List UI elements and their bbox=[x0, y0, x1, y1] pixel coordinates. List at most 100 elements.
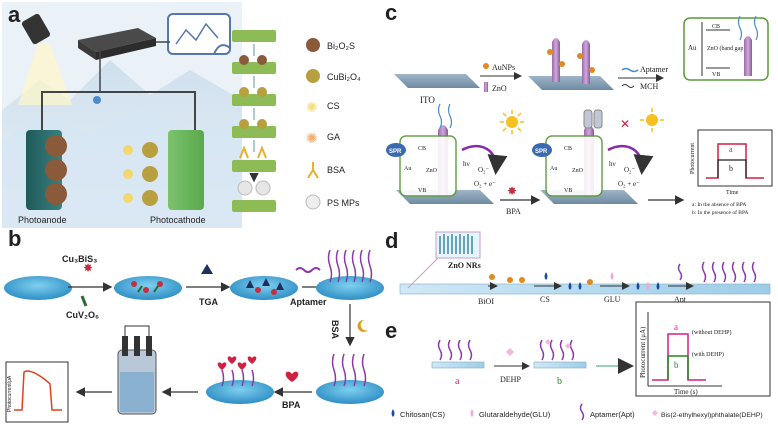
ito-label: ITO bbox=[420, 95, 435, 105]
legend-swatch-cubi2o4 bbox=[306, 69, 320, 83]
photoanode-label: Photoanode bbox=[18, 215, 67, 225]
circuit-wire bbox=[41, 91, 196, 130]
cs-label: CS bbox=[540, 295, 550, 304]
panel-c-letter: c bbox=[385, 0, 397, 25]
spr-label-2: SPR bbox=[535, 149, 548, 155]
electrochemical-cell-icon bbox=[117, 325, 157, 415]
substrate-strip bbox=[399, 283, 771, 295]
panel-d-letter: d bbox=[385, 228, 398, 253]
e-electrode-a bbox=[431, 361, 485, 369]
legend-label-dehp: Bis(2-ethylhexyl)phthalate(DEHP) bbox=[661, 412, 763, 419]
e-electrode-b bbox=[533, 361, 587, 369]
bioi-icon bbox=[489, 274, 495, 280]
o2e-label-1: O₂ + e⁻ bbox=[474, 180, 496, 188]
panel-a-letter: a bbox=[8, 2, 21, 27]
legend-icon-chitosan bbox=[391, 409, 395, 417]
reagent-cu3bis3-label: Cu₃BiS₃ bbox=[62, 254, 97, 264]
o2minus-label-1: O₂⁻ bbox=[478, 166, 489, 174]
glu-label: GLU bbox=[604, 295, 621, 304]
band-diagram-2 bbox=[399, 135, 457, 197]
zno-label-2: ZnO bbox=[426, 168, 438, 174]
legend-label-bsa: BSA bbox=[327, 165, 345, 175]
apt-icon bbox=[677, 263, 683, 281]
aunps-label: AuNPs bbox=[492, 63, 515, 72]
hv-label-2: hν bbox=[609, 160, 616, 168]
assembly-steps bbox=[232, 30, 276, 212]
zno-pillars-1 bbox=[547, 38, 595, 84]
o2minus-label-2: O₂⁻ bbox=[624, 166, 635, 174]
reagent-cu3bis3-icon: ✸ bbox=[83, 261, 93, 275]
blocked-x-icon: ✕ bbox=[620, 117, 630, 131]
bpa-icon-c: ✸ bbox=[507, 184, 517, 198]
step-label-aptamer: Aptamer bbox=[290, 297, 327, 307]
potentiostat-icon bbox=[78, 28, 156, 60]
aptamer-strands-2 bbox=[437, 103, 453, 129]
cs-layer bbox=[568, 279, 593, 290]
e-mark-a: a bbox=[455, 376, 460, 387]
c-chart-xlabel: Time bbox=[726, 190, 739, 196]
photocathode-electrode bbox=[168, 130, 204, 210]
e-chart-frame bbox=[635, 301, 771, 397]
aunps-icon bbox=[483, 63, 489, 69]
panel-a-legend: Bi₂O₂S CuBi₂O₄ ✺ CS ✺ GA BSA PS MPs bbox=[305, 38, 361, 210]
cb-label-2: CB bbox=[418, 146, 426, 152]
c-note-a: a: In the absence of BPA bbox=[692, 201, 746, 208]
aptamer-brush-2 bbox=[331, 353, 367, 387]
glu-icon bbox=[610, 272, 614, 280]
photocurrent-plot-frame bbox=[5, 361, 69, 423]
panel-b-letter: b bbox=[8, 226, 21, 251]
panel-e-legend: Chitosan(CS) Glutaraldehyde(GLU) Aptamer… bbox=[391, 403, 763, 421]
modified-disk-2 bbox=[230, 276, 298, 300]
au-label-2: Au bbox=[404, 166, 411, 172]
c-chart-mark-b: b bbox=[729, 164, 733, 173]
legend-icon-aptamer bbox=[579, 403, 585, 421]
aptamer-bpa-complex bbox=[583, 109, 603, 129]
panel-e-letter: e bbox=[385, 318, 397, 343]
bpa-captured bbox=[217, 356, 257, 387]
band-diagram-3 bbox=[545, 135, 603, 197]
reagent-cuv2o6-label: CuV₂O₆ bbox=[66, 310, 99, 320]
photocurrent-plot-trace bbox=[14, 370, 62, 411]
zno-nrs-label: ZnO NRs bbox=[448, 261, 481, 270]
panel-a: a Photoanode Ph bbox=[2, 2, 361, 228]
dehp-label: DEHP bbox=[500, 375, 521, 384]
zno-label: ZnO bbox=[492, 84, 507, 93]
legend-label-glutaraldehyde: Glutaraldehyde(GLU) bbox=[479, 410, 551, 419]
reagent-cuv2o6-icon bbox=[80, 295, 88, 307]
c-chart-frame bbox=[697, 129, 773, 187]
tga-icon bbox=[201, 264, 213, 274]
step-label-bsa: BSA bbox=[330, 320, 340, 340]
photoanode-particles bbox=[45, 135, 67, 205]
aptamer-strands-1 bbox=[737, 15, 759, 41]
e-chart-without-label: (without DEHP) bbox=[692, 329, 732, 336]
photocurrent-plot-ylabel: Photocurrent/μA bbox=[7, 375, 13, 412]
step-label-tga: TGA bbox=[199, 297, 218, 307]
legend-label-ps-mps: PS MPs bbox=[327, 198, 360, 208]
legend-label-cs: CS bbox=[327, 101, 340, 111]
e-chart-mark-a: a bbox=[674, 322, 678, 332]
legend-swatch-bsa bbox=[307, 162, 319, 179]
legend-swatch-bi2o2s bbox=[306, 38, 320, 52]
zno-nrs-inset bbox=[407, 231, 481, 289]
legend-swatch-ga: ✺ bbox=[306, 130, 318, 146]
electron-icon bbox=[93, 96, 101, 104]
bpa-label-c: BPA bbox=[506, 207, 521, 216]
e-chart-mark-b: b bbox=[674, 360, 679, 370]
band-cb-label: CB bbox=[712, 24, 720, 30]
modified-disk-5 bbox=[206, 380, 274, 404]
apt-layer bbox=[701, 261, 757, 283]
aptamer-legend-icon bbox=[621, 67, 639, 73]
vb-label-2: VB bbox=[418, 188, 426, 194]
hv-label-1: hν bbox=[463, 160, 470, 168]
photocathode-particles bbox=[123, 142, 158, 206]
panel-e: e a DEHP b Photocurrent (μA) Time (s) a … bbox=[385, 301, 771, 421]
band-vb-label: VB bbox=[712, 72, 720, 78]
panel-d: d ZnO NRs BiOI CS GLU Apt bbox=[385, 228, 771, 306]
photocathode-label: Photocathode bbox=[150, 215, 206, 225]
legend-label-bi2o2s: Bi₂O₂S bbox=[327, 41, 355, 51]
legend-icon-dehp bbox=[652, 410, 658, 416]
cb-label-3: CB bbox=[564, 146, 572, 152]
aptamer-label: Aptamer bbox=[640, 65, 668, 74]
zno-substrate bbox=[528, 76, 614, 90]
legend-swatch-ps-mps bbox=[305, 194, 321, 210]
